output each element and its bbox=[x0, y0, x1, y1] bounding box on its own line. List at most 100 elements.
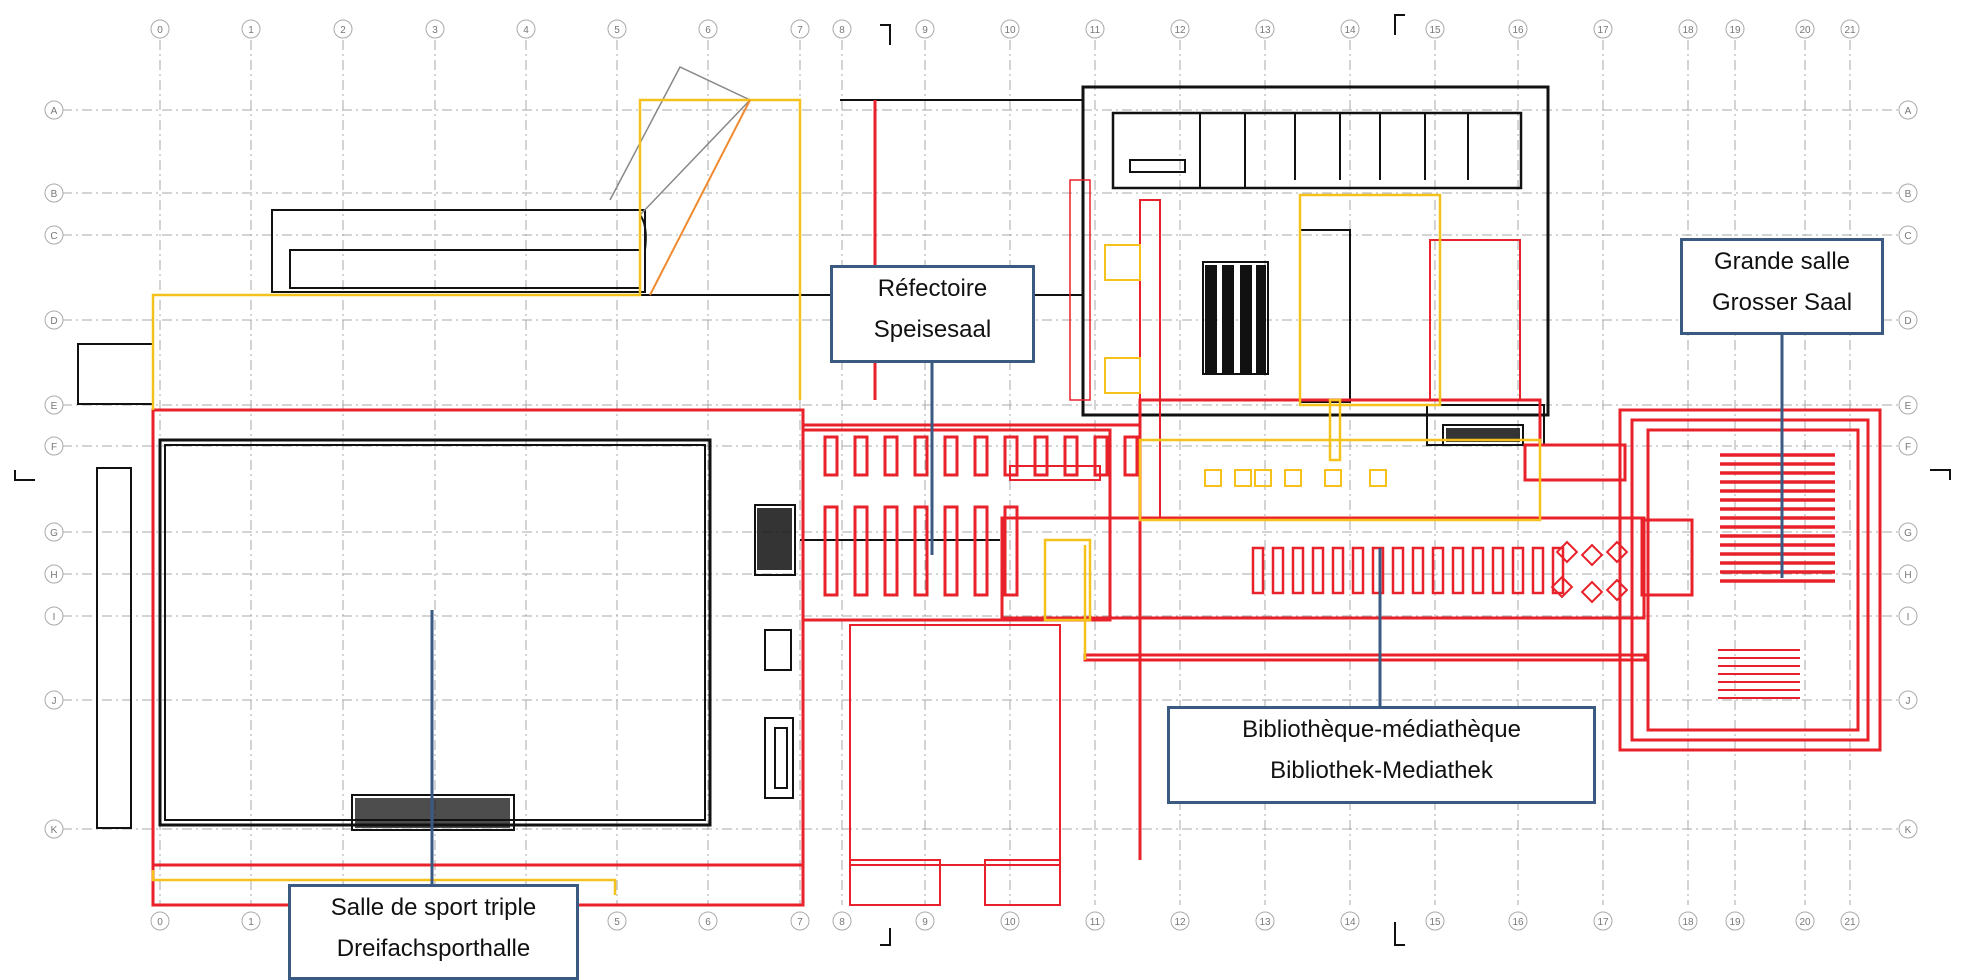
grid-column-bubble bbox=[1508, 19, 1528, 39]
grid-column-bubble bbox=[1593, 19, 1613, 39]
grid-column-bubble bbox=[1725, 19, 1745, 39]
yellow-walls bbox=[151, 98, 1542, 895]
grid-row-label: F bbox=[1905, 442, 1911, 453]
refectoire-tables bbox=[823, 435, 1139, 597]
refectoire-table bbox=[823, 505, 839, 597]
grid-row-bubble bbox=[44, 225, 64, 245]
grid-column-label: 17 bbox=[1597, 25, 1609, 36]
library-shelf bbox=[1351, 546, 1365, 595]
callout-leaders bbox=[430, 335, 1784, 884]
grid-column-bubble bbox=[241, 911, 261, 931]
refectoire-table bbox=[913, 505, 929, 597]
grid-column-label: 1 bbox=[248, 25, 254, 36]
grid-row-bubble bbox=[44, 436, 64, 456]
refectoire-table bbox=[1123, 435, 1139, 477]
grid-row-label: D bbox=[50, 316, 57, 327]
grid-column-bubble bbox=[1425, 19, 1445, 39]
grid-column-bubble bbox=[1085, 911, 1105, 931]
grid-column-bubble bbox=[1170, 19, 1190, 39]
grid-row-bubble bbox=[44, 606, 64, 626]
grid-column-label: 6 bbox=[705, 25, 711, 36]
label-grande-salle-de: Grosser Saal bbox=[1711, 289, 1853, 316]
grid-column-label: 12 bbox=[1174, 917, 1186, 928]
grid-column-label: 5 bbox=[614, 917, 620, 928]
grid-column-bubble bbox=[1170, 911, 1190, 931]
library-shelf bbox=[1311, 546, 1325, 595]
grid-row-label: D bbox=[1904, 316, 1911, 327]
grid-column-label: 7 bbox=[797, 25, 803, 36]
grid-row-bubble bbox=[44, 100, 64, 120]
refectoire-table bbox=[973, 505, 989, 597]
grid-row-label: J bbox=[52, 696, 57, 707]
grid-column-bubble bbox=[607, 19, 627, 39]
refectoire-table bbox=[883, 505, 899, 597]
grid-column-bubble bbox=[150, 911, 170, 931]
grid-column-bubble bbox=[1678, 911, 1698, 931]
grid-row-bubble bbox=[44, 310, 64, 330]
grid-column-bubble bbox=[1840, 19, 1860, 39]
grid-column-label: 0 bbox=[157, 25, 163, 36]
grid-column-label: 19 bbox=[1729, 917, 1741, 928]
grid-column-label: 21 bbox=[1844, 917, 1856, 928]
grid-row-label: C bbox=[50, 231, 57, 242]
grid-row-bubble bbox=[1898, 225, 1918, 245]
refectoire-table bbox=[1033, 435, 1049, 477]
grid-lines bbox=[62, 40, 1898, 905]
grid-row-label: H bbox=[1904, 570, 1911, 581]
grid-row-bubble bbox=[44, 183, 64, 203]
refectoire-table bbox=[823, 435, 839, 477]
grid-column-bubble bbox=[832, 19, 852, 39]
grid-column-label: 11 bbox=[1090, 25, 1101, 36]
library-shelf bbox=[1551, 546, 1565, 595]
callout-salle-sport: Salle de sport triple Dreifachsporthalle bbox=[288, 884, 579, 980]
grid-row-bubble bbox=[44, 690, 64, 710]
library-shelf bbox=[1431, 546, 1445, 595]
library-shelf bbox=[1511, 546, 1525, 595]
grid-column-bubble bbox=[1425, 911, 1445, 931]
grid-row-bubble bbox=[1898, 819, 1918, 839]
grid-row-label: F bbox=[51, 442, 57, 453]
grid-column-label: 9 bbox=[922, 25, 928, 36]
refectoire-table bbox=[853, 505, 869, 597]
grid-row-bubble bbox=[44, 564, 64, 584]
library-seats bbox=[1550, 540, 1629, 604]
grid-column-bubble bbox=[832, 911, 852, 931]
library-shelf bbox=[1471, 546, 1485, 595]
grid-column-label: 1 bbox=[248, 917, 254, 928]
grid-column-label: 8 bbox=[839, 917, 845, 928]
library-shelf bbox=[1331, 546, 1345, 595]
label-refectoire-de: Speisesaal bbox=[873, 316, 992, 343]
grid-column-bubble bbox=[1795, 911, 1815, 931]
grid-row-bubble bbox=[44, 522, 64, 542]
grid-column-bubble bbox=[1000, 911, 1020, 931]
grid-column-label: 14 bbox=[1344, 25, 1356, 36]
grid-row-label: K bbox=[1905, 825, 1912, 836]
grid-column-label: 5 bbox=[614, 25, 620, 36]
refectoire-table bbox=[943, 505, 959, 597]
label-grande-salle-fr: Grande salle bbox=[1713, 248, 1851, 275]
refectoire-table bbox=[883, 435, 899, 477]
grid-row-label: E bbox=[1905, 401, 1912, 412]
grid-column-label: 19 bbox=[1729, 25, 1741, 36]
label-salle-sport-fr: Salle de sport triple bbox=[330, 894, 537, 921]
refectoire-table bbox=[853, 435, 869, 477]
grid-row-label: G bbox=[50, 528, 58, 539]
callout-refectoire: Réfectoire Speisesaal bbox=[830, 265, 1035, 363]
library-shelf bbox=[1411, 546, 1425, 595]
grid-row-bubble bbox=[1898, 522, 1918, 542]
grid-column-bubble bbox=[790, 911, 810, 931]
grid-column-bubble bbox=[241, 19, 261, 39]
grid-column-label: 10 bbox=[1004, 917, 1016, 928]
library-shelf bbox=[1451, 546, 1465, 595]
grid-column-label: 6 bbox=[705, 917, 711, 928]
grid-column-label: 21 bbox=[1844, 25, 1856, 36]
grid-column-label: 4 bbox=[523, 25, 529, 36]
grid-row-label: B bbox=[51, 189, 58, 200]
grid-column-bubble bbox=[1678, 19, 1698, 39]
grid-row-bubble bbox=[1898, 310, 1918, 330]
grid-column-label: 9 bbox=[922, 917, 928, 928]
grid-row-label: G bbox=[1904, 528, 1912, 539]
grid-column-label: 16 bbox=[1512, 25, 1524, 36]
grid-column-label: 20 bbox=[1799, 917, 1811, 928]
